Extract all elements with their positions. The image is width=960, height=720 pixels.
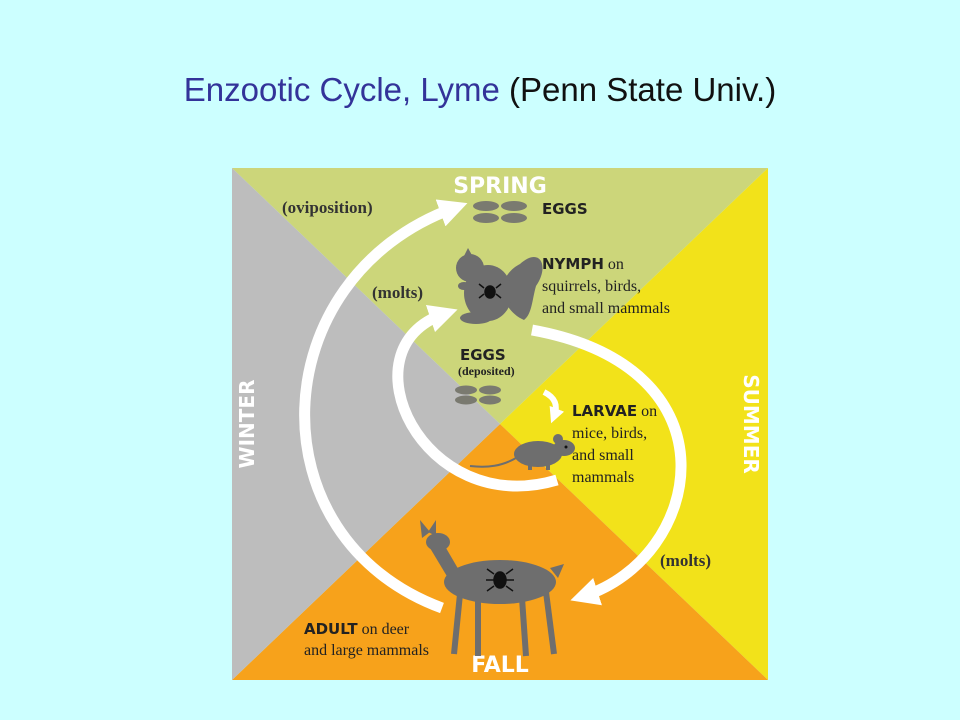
molts-right-label: (molts) [660,551,711,570]
adult-label: ADULT on deer [304,620,410,638]
title-main: Enzootic Cycle, Lyme [183,71,500,108]
eggs-mid-label: EGGS [460,346,506,364]
winter-quadrant [232,168,500,680]
oviposition-label: (oviposition) [282,198,373,217]
molts-to-nymph-arrow [392,304,559,492]
adult-bold: ADULT [304,620,358,638]
nymph-bold: NYMPH [542,255,604,273]
eggs-mid-sublabel: (deposited) [458,364,515,378]
mouse-eye [564,445,568,449]
season-label-summer: SUMMER [739,374,763,474]
summer-quadrant [500,168,768,680]
fall-quadrant [232,424,768,680]
nymph-to-adult-arrow [531,324,687,606]
larvae-line4: mammals [572,469,634,486]
season-label-winter: WINTER [235,380,259,469]
title-source: (Penn State Univ.) [509,71,777,108]
tick-icon [478,283,502,299]
larvae-rest: on [637,403,657,420]
nymph-label: NYMPH on [542,255,624,273]
larvae-label: LARVAE on [572,402,657,420]
enzootic-cycle-diagram: SPRING FALL WINTER SUMMER EGGS (oviposit… [232,168,768,680]
eggs-icon [473,201,527,223]
adult-line2: and large mammals [304,642,429,659]
adult-rest: on deer [358,621,410,638]
mouse-icon [469,434,575,470]
larvae-line2: mice, birds, [572,425,647,442]
nymph-rest: on [604,256,624,273]
nymph-line3: and small mammals [542,300,670,317]
molts-left-label: (molts) [372,283,423,302]
larvae-bold: LARVAE [572,402,637,420]
eggs-top-label: EGGS [542,200,588,218]
oviposition-arrow [299,199,468,614]
slide-title: Enzootic Cycle, Lyme (Penn State Univ.) [0,68,960,112]
eggs-to-larvae-arrow [542,389,565,424]
nymph-line2: squirrels, birds, [542,278,641,295]
larvae-line3: and small [572,447,634,464]
season-label-fall: FALL [471,653,529,678]
season-label-spring: SPRING [453,174,547,199]
deer-tick-icon [486,568,514,592]
eggs-deposited-icon [455,385,501,405]
